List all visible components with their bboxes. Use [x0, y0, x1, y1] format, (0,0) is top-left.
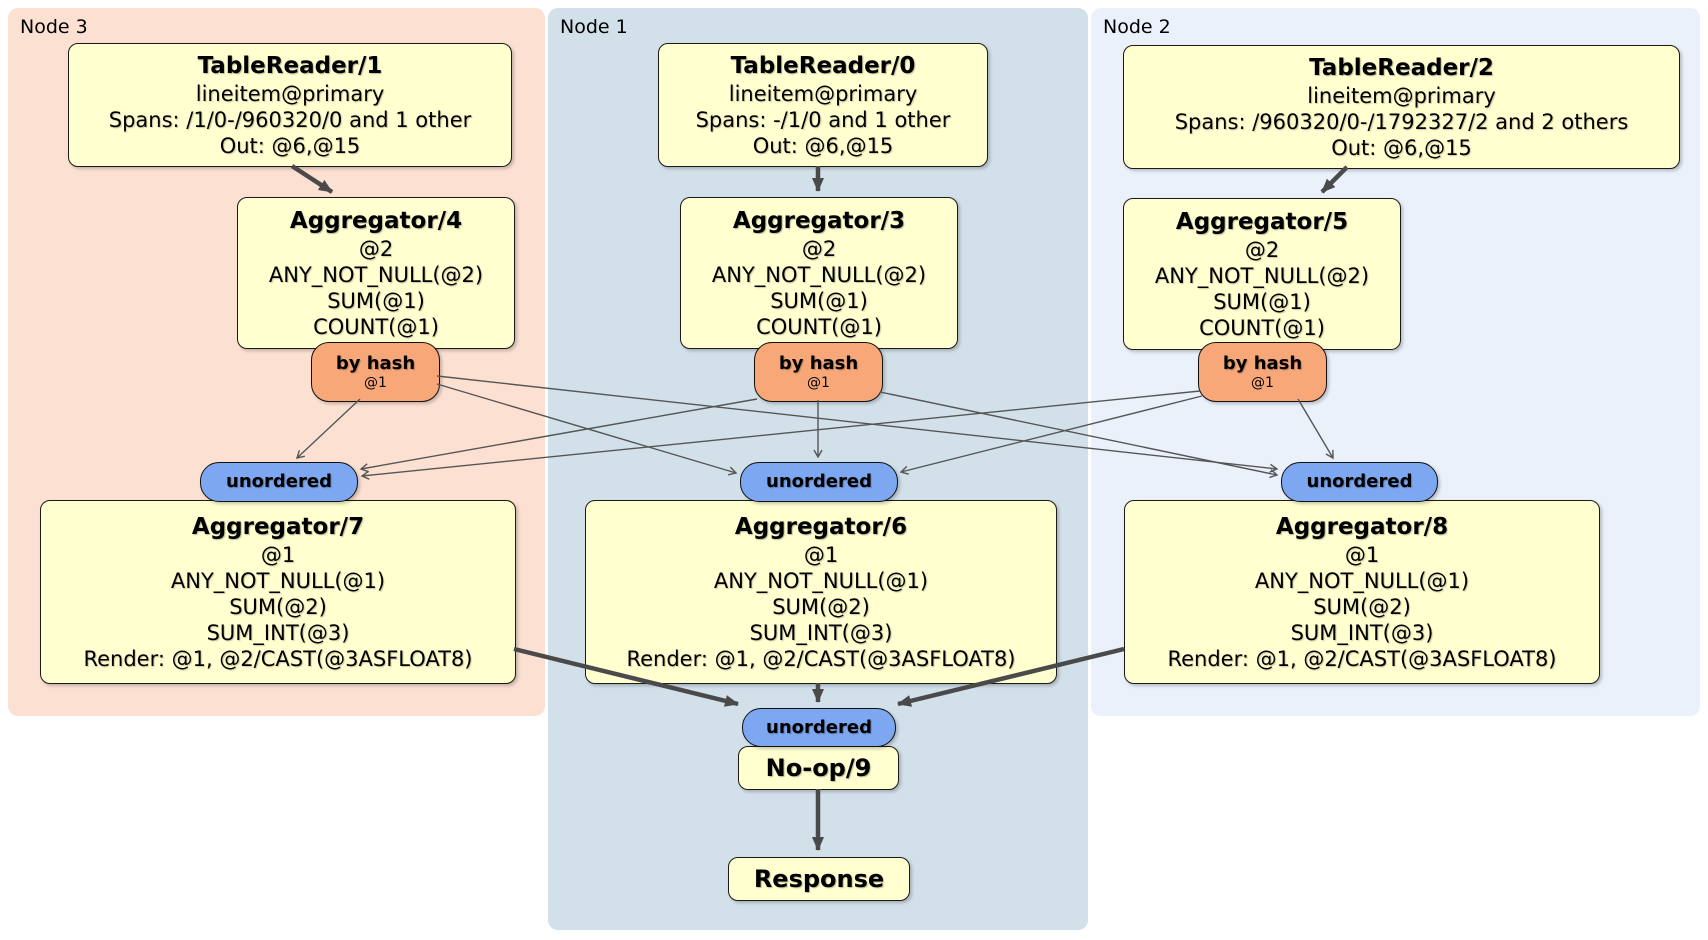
by-hash-router: by hash@1: [311, 342, 440, 402]
aggregator-5-detail-line: SUM(@1): [1213, 290, 1311, 314]
pill-label: by hash: [335, 353, 416, 374]
aggregator-5-detail-line: COUNT(@1): [1199, 316, 1325, 340]
aggregator-8-detail-line: Render: @1, @2/CAST(@3ASFLOAT8): [1167, 647, 1557, 671]
aggregator-6-detail-line: ANY_NOT_NULL(@1): [713, 569, 929, 593]
aggregator-7-detail-line: Render: @1, @2/CAST(@3ASFLOAT8): [83, 647, 473, 671]
by-hash-router: by hash@1: [1198, 342, 1327, 402]
pill-label: unordered: [766, 716, 872, 738]
aggregator-7-detail-line: SUM_INT(@3): [206, 621, 350, 645]
aggregator-8-detail-line: ANY_NOT_NULL(@1): [1254, 569, 1470, 593]
aggregator-5-detail-line: ANY_NOT_NULL(@2): [1154, 264, 1370, 288]
node-panel-label: Node 2: [1103, 16, 1171, 38]
pill-sublabel: @1: [807, 375, 830, 391]
by-hash-router: by hash@1: [754, 342, 883, 402]
tablereader-0-detail-line: Spans: -/1/0 and 1 other: [695, 108, 951, 132]
pill-label: by hash: [778, 353, 859, 374]
unordered-stream: unordered: [1281, 462, 1438, 502]
tablereader-0-detail-line: lineitem@primary: [728, 82, 918, 106]
aggregator-6-detail-line: SUM_INT(@3): [749, 621, 893, 645]
tablereader-0-title: TableReader/0: [730, 53, 916, 79]
aggregator-7-detail-line: ANY_NOT_NULL(@1): [170, 569, 386, 593]
aggregator-4-detail-line: ANY_NOT_NULL(@2): [268, 263, 484, 287]
aggregator-8-detail-line: @1: [1344, 543, 1380, 567]
response-title: Response: [753, 865, 885, 893]
plan-box-response: Response: [728, 857, 910, 901]
pill-sublabel: @1: [1251, 375, 1274, 391]
aggregator-4-title: Aggregator/4: [289, 208, 463, 234]
aggregator-3-title: Aggregator/3: [732, 208, 906, 234]
tablereader-0-detail-line: Out: @6,@15: [752, 134, 894, 158]
aggregator-7-title: Aggregator/7: [191, 514, 365, 540]
tablereader-2-detail-line: Out: @6,@15: [1331, 136, 1472, 160]
aggregator-5-title: Aggregator/5: [1175, 209, 1349, 235]
aggregator-7-detail-line: @1: [260, 543, 296, 567]
aggregator-4-detail-line: COUNT(@1): [313, 315, 439, 339]
tablereader-2-detail-line: lineitem@primary: [1307, 84, 1496, 108]
aggregator-6-title: Aggregator/6: [734, 514, 908, 540]
aggregator-6-detail-line: @1: [803, 543, 839, 567]
tablereader-2-title: TableReader/2: [1309, 55, 1494, 81]
pill-label: unordered: [766, 471, 872, 492]
tablereader-1-detail-line: Spans: /1/0-/960320/0 and 1 other: [108, 108, 472, 132]
unordered-stream: unordered: [740, 462, 898, 502]
tablereader-1-title: TableReader/1: [197, 53, 383, 79]
aggregator-3-detail-line: @2: [801, 237, 837, 261]
aggregator-7-detail-line: SUM(@2): [229, 595, 327, 619]
aggregator-4-detail-line: @2: [358, 237, 394, 261]
tablereader-1-detail-line: lineitem@primary: [195, 82, 385, 106]
aggregator-3-detail-line: COUNT(@1): [756, 315, 882, 339]
plan-box-no-op-9: No-op/9: [738, 746, 899, 790]
aggregator-4-detail-line: SUM(@1): [327, 289, 425, 313]
aggregator-8-title: Aggregator/8: [1275, 514, 1449, 540]
pill-label: unordered: [1306, 471, 1413, 492]
node-panel-label: Node 3: [20, 16, 88, 38]
aggregator-6-detail-line: Render: @1, @2/CAST(@3ASFLOAT8): [626, 647, 1016, 671]
aggregator-8-detail-line: SUM_INT(@3): [1290, 621, 1434, 645]
tablereader-2-detail-line: Spans: /960320/0-/1792327/2 and 2 others: [1174, 110, 1629, 134]
pill-label: by hash: [1222, 353, 1303, 374]
aggregator-3-detail-line: ANY_NOT_NULL(@2): [711, 263, 927, 287]
node-panel-label: Node 1: [560, 16, 628, 38]
pill-sublabel: @1: [364, 375, 387, 391]
unordered-stream: unordered: [742, 708, 896, 747]
tablereader-1-detail-line: Out: @6,@15: [219, 134, 361, 158]
aggregator-5-detail-line: @2: [1244, 238, 1280, 262]
pill-label: unordered: [226, 471, 332, 492]
aggregator-8-detail-line: SUM(@2): [1313, 595, 1411, 619]
aggregator-6-detail-line: SUM(@2): [772, 595, 870, 619]
no-op-9-title: No-op/9: [765, 754, 872, 782]
aggregator-3-detail-line: SUM(@1): [770, 289, 868, 313]
unordered-stream: unordered: [200, 462, 358, 502]
